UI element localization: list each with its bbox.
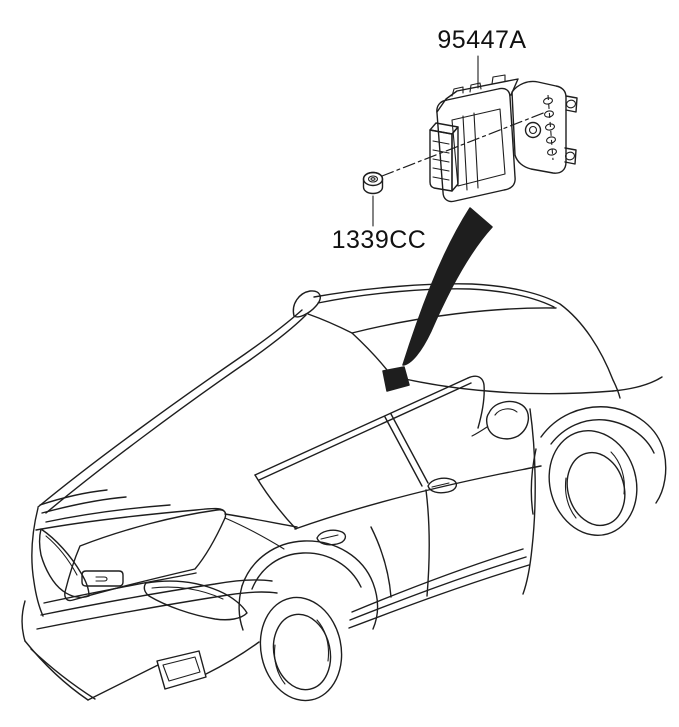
bumper-low-left bbox=[24, 640, 89, 701]
vehicle-line-art bbox=[21, 283, 667, 702]
front-door-handle-accent bbox=[431, 482, 450, 488]
bracket-bolt-axis bbox=[547, 94, 554, 161]
rear-rim bbox=[272, 613, 332, 691]
connector-side bbox=[451, 126, 459, 192]
window-top-outer bbox=[254, 377, 469, 476]
bracket-slot-5 bbox=[547, 148, 557, 156]
module-inner-panel bbox=[451, 108, 506, 187]
bumper-bottom-left bbox=[87, 664, 159, 701]
window-top-inner bbox=[258, 382, 472, 481]
bracket-grommet-outer bbox=[524, 121, 542, 139]
rear-door-handle bbox=[316, 529, 347, 546]
rear-window bbox=[64, 509, 227, 602]
rear-arch-rear-edge bbox=[238, 585, 244, 631]
far-roof-rail bbox=[317, 288, 555, 308]
side-mirror-inner bbox=[494, 408, 518, 416]
bracket-hole-top bbox=[565, 99, 577, 109]
roof-rail-foot-icon bbox=[292, 290, 321, 318]
bumper-skid-line bbox=[30, 648, 96, 700]
bracket-slot-1 bbox=[543, 97, 553, 105]
tailgate-bottom bbox=[43, 572, 197, 604]
location-marker bbox=[382, 366, 410, 392]
module-rib-1 bbox=[462, 115, 468, 191]
part-label-95447A[interactable]: 95447A bbox=[437, 26, 526, 54]
d-pillar-glass-edge bbox=[254, 474, 297, 530]
rear-wheel-arch-outer bbox=[241, 540, 379, 630]
roof-rail-outer bbox=[37, 309, 303, 508]
tailgate-handle-hook bbox=[95, 576, 108, 582]
hatch-top-edge bbox=[35, 507, 225, 531]
rocker-line-3 bbox=[348, 564, 530, 629]
module-front-face bbox=[436, 87, 516, 203]
cowl-front-line bbox=[612, 376, 663, 392]
tail-lamp-left-accent bbox=[45, 535, 78, 576]
spoiler-under-3 bbox=[45, 504, 171, 523]
front-door-seam bbox=[522, 408, 536, 595]
bumper-top bbox=[40, 579, 273, 616]
nut-bolt-axis-leader bbox=[381, 111, 547, 177]
bracket-hole-bottom bbox=[564, 151, 576, 161]
near-roof-edge-a-pillar bbox=[307, 313, 392, 376]
rocker-line-2 bbox=[349, 556, 527, 621]
bracket-plate bbox=[511, 80, 567, 174]
tailgate-handle-garnish bbox=[81, 570, 124, 587]
exhaust-tip-inner bbox=[162, 656, 201, 682]
liftgate-side-crease bbox=[224, 517, 285, 550]
bracket-tab-bottom bbox=[564, 147, 577, 165]
module-top-face bbox=[436, 78, 519, 113]
nut-hole-inner bbox=[370, 177, 376, 181]
windshield-top-edge bbox=[351, 307, 557, 334]
nut-hole-outer bbox=[367, 175, 379, 183]
front-door-handle bbox=[427, 477, 458, 494]
spoiler-under-2 bbox=[41, 496, 127, 514]
front-fender-arch-inner bbox=[550, 419, 655, 454]
connector-pins bbox=[432, 140, 450, 181]
tail-lamp-left bbox=[38, 528, 90, 599]
bumper-left-edge bbox=[21, 600, 26, 642]
nut-top-face bbox=[362, 171, 384, 187]
front-tire bbox=[548, 429, 638, 537]
rear-arch-flare bbox=[370, 526, 392, 598]
module-top-clip-2 bbox=[469, 82, 482, 93]
rear-rim-arc-1 bbox=[316, 619, 330, 662]
part-label-1339CC[interactable]: 1339CC bbox=[332, 226, 427, 254]
b-pillar-front bbox=[390, 413, 429, 484]
rear-door-handle-accent bbox=[320, 534, 339, 540]
bumper-bottom-right bbox=[205, 641, 260, 675]
spoiler-under-1 bbox=[39, 489, 108, 506]
rear-tire bbox=[259, 596, 343, 702]
exhaust-tip-outer bbox=[156, 650, 207, 690]
module-top-clip-1 bbox=[451, 86, 464, 97]
control-module-part[interactable] bbox=[429, 55, 578, 203]
bracket-grommet-inner bbox=[528, 125, 538, 135]
b-pillar-rear bbox=[384, 416, 423, 487]
bumper-mid bbox=[36, 591, 278, 630]
module-rib-2 bbox=[473, 112, 479, 189]
flange-nut-part[interactable] bbox=[362, 111, 547, 227]
mid-door-seam bbox=[425, 489, 430, 597]
front-rim bbox=[566, 451, 626, 527]
front-fender-arch-outer bbox=[540, 406, 667, 504]
window-front-corner bbox=[467, 375, 485, 429]
rocker-line-1 bbox=[351, 548, 524, 613]
front-rim-arc-2 bbox=[564, 477, 577, 519]
far-roofline bbox=[313, 283, 621, 399]
module-top-tab bbox=[491, 74, 506, 85]
connector-front bbox=[429, 129, 453, 192]
side-mirror-icon bbox=[485, 400, 529, 440]
fender-flare-edge bbox=[530, 448, 537, 515]
windshield-base bbox=[391, 375, 614, 395]
front-rim-arc-1 bbox=[610, 451, 625, 495]
location-arrow bbox=[402, 207, 493, 366]
beltline bbox=[294, 465, 542, 530]
roof-rail-inner bbox=[45, 314, 307, 514]
bracket-tab-top bbox=[565, 95, 578, 113]
side-mirror-stalk bbox=[471, 426, 488, 437]
rear-wheel-arch-inner bbox=[251, 552, 362, 590]
bracket-slot-3 bbox=[545, 123, 555, 131]
hatch-left-edge bbox=[31, 507, 44, 617]
quarter-shoulder bbox=[224, 513, 298, 528]
rear-rim-arc-2 bbox=[273, 644, 286, 685]
